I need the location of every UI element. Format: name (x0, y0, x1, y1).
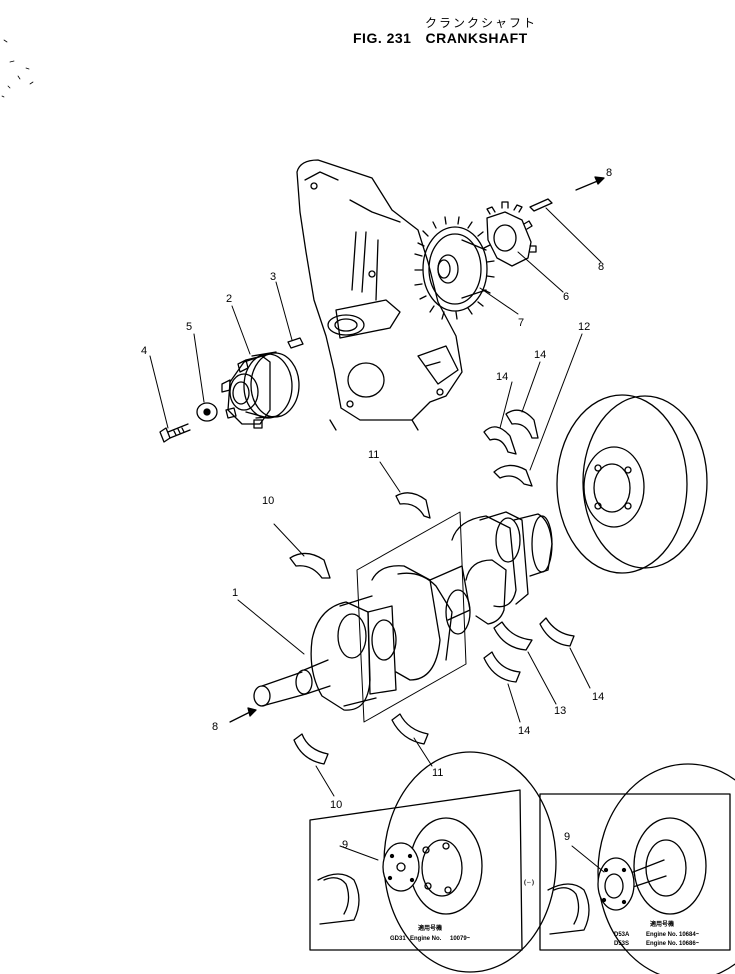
inset-left (309, 751, 557, 973)
key-3-drawing (287, 337, 304, 349)
callout-11-lower: 11 (432, 767, 443, 779)
scan-noise (1, 39, 34, 98)
callout-8-key: 8 (598, 261, 604, 273)
figure-number: FIG. 231 (353, 30, 412, 46)
key-front-drawing (229, 707, 257, 723)
inset-right (539, 763, 735, 974)
figure-title-japanese: クランクシャフト (425, 16, 538, 30)
callout-9-right: 9 (564, 831, 570, 843)
crankshaft-drawing (253, 511, 553, 711)
callout-2: 2 (226, 293, 232, 305)
figure-name: CRANKSHAFT (425, 30, 528, 46)
callout-13: 13 (554, 705, 566, 717)
callout-4: 4 (141, 345, 147, 357)
timing-case-drawing (296, 159, 463, 431)
washer-drawing (196, 402, 218, 422)
inset-connector: (⇔) (524, 880, 534, 886)
inset-left-engine-label: Engine No. (410, 936, 442, 942)
inset-right-model-1: D53A (614, 932, 630, 938)
callout-3: 3 (270, 271, 276, 283)
flywheel-drawing (556, 394, 708, 574)
inset-right-engine-1: Engine No. 10684~ (646, 932, 700, 938)
callout-14-d: 14 (518, 725, 530, 737)
crank-gear-drawing (486, 201, 537, 267)
callout-10-lower: 10 (330, 799, 342, 811)
callout-14-b: 14 (534, 349, 546, 361)
callout-7: 7 (518, 317, 524, 329)
callout-10-upper: 10 (262, 495, 274, 507)
inset-right-model-2: D53S (614, 941, 629, 947)
bearing-group-outline (356, 511, 467, 723)
inset-notes: (⇔) 適用号機 GD31 Engine No. 10079~ 適用号機 D53… (390, 880, 700, 947)
inset-left-model: GD31 (390, 936, 406, 942)
callout-5: 5 (186, 321, 192, 333)
callout-8-front: 8 (212, 721, 218, 733)
callout-14-c: 14 (592, 691, 604, 703)
inset-right-jp-note: 適用号機 (650, 920, 674, 928)
pulley-drawing (221, 351, 300, 429)
callout-8-top-arrow: 8 (606, 167, 612, 179)
leader-lines (149, 207, 602, 797)
callout-12: 12 (578, 321, 590, 333)
inset-left-jp-note: 適用号機 (418, 924, 442, 932)
callout-1: 1 (232, 587, 238, 599)
figure-title-english: FIG. 231 CRANKSHAFT (353, 30, 528, 46)
callout-numbers: 1 2 3 4 5 6 7 8 8 8 12 14 14 11 10 13 14… (141, 167, 612, 851)
inset-left-engine-no: 10079~ (450, 936, 471, 942)
callout-14-a: 14 (496, 371, 508, 383)
callout-11-upper: 11 (368, 449, 379, 461)
key-top-drawing (529, 176, 605, 212)
timing-gear-drawing (414, 216, 495, 320)
bearing-shells (289, 409, 575, 765)
bolt-drawing (159, 423, 191, 443)
callout-6: 6 (563, 291, 569, 303)
callout-9-left: 9 (342, 839, 348, 851)
inset-right-engine-2: Engine No. 10686~ (646, 941, 700, 947)
